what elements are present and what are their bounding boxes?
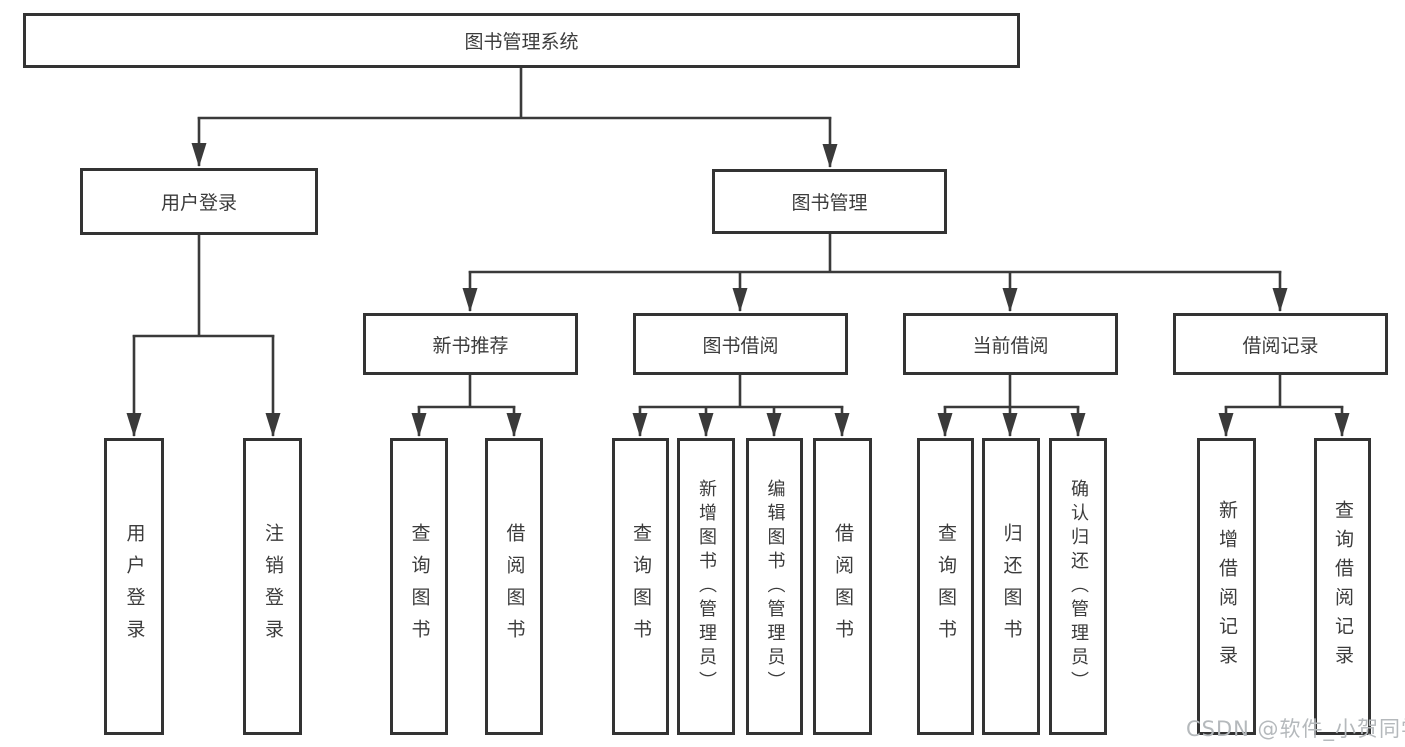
leaf-bb-add-book-admin: 新增图书（管理员） [677,438,735,735]
node-new-book-recommend-label: 新书推荐 [432,334,509,357]
node-user-login: 用户登录 [80,168,318,235]
node-borrowing-records: 借阅记录 [1173,313,1388,375]
node-book-borrowing: 图书借阅 [633,313,848,375]
leaf-cb-confirm-return-admin-label: 确认归还（管理员） [1068,478,1089,695]
leaf-logout: 注销登录 [243,438,302,735]
node-library-system: 图书管理系统 [23,13,1020,68]
leaf-bb-query-books: 查询图书 [612,438,669,735]
leaf-bb-query-books-label: 查询图书 [630,522,652,651]
leaf-cb-query-books-label: 查询图书 [935,522,957,651]
leaf-user-login-label: 用户登录 [123,522,146,651]
leaf-nb-borrow-books: 借阅图书 [485,438,543,735]
watermark: CSDN @软件_小贺同学 [1186,717,1405,741]
leaf-cb-return-books: 归还图书 [982,438,1040,735]
leaf-br-add-record-label: 新增借阅记录 [1216,499,1238,674]
node-book-borrowing-label: 图书借阅 [702,334,779,357]
leaf-br-add-record: 新增借阅记录 [1197,438,1256,735]
leaf-bb-edit-book-admin-label: 编辑图书（管理员） [764,478,786,695]
leaf-nb-query-books: 查询图书 [390,438,448,735]
leaf-bb-edit-book-admin: 编辑图书（管理员） [746,438,803,735]
node-library-system-label: 图书管理系统 [464,31,579,53]
leaf-br-query-record-label: 查询借阅记录 [1332,499,1354,674]
leaf-nb-query-books-label: 查询图书 [408,522,431,651]
leaf-bb-borrow-books: 借阅图书 [813,438,872,735]
leaf-cb-confirm-return-admin: 确认归还（管理员） [1049,438,1107,735]
node-user-login-label: 用户登录 [160,192,237,214]
leaf-bb-add-book-admin-label: 新增图书（管理员） [696,478,717,695]
leaf-cb-return-books-label: 归还图书 [1000,522,1023,651]
leaf-br-query-record: 查询借阅记录 [1314,438,1371,735]
node-book-management: 图书管理 [712,169,947,234]
node-current-borrowing-label: 当前借阅 [972,334,1049,357]
node-new-book-recommend: 新书推荐 [363,313,578,375]
node-book-management-label: 图书管理 [791,192,868,214]
leaf-bb-borrow-books-label: 借阅图书 [832,522,854,651]
leaf-logout-label: 注销登录 [262,522,284,651]
leaf-nb-borrow-books-label: 借阅图书 [503,522,526,651]
leaf-user-login: 用户登录 [104,438,164,735]
node-current-borrowing: 当前借阅 [903,313,1118,375]
leaf-cb-query-books: 查询图书 [917,438,974,735]
node-borrowing-records-label: 借阅记录 [1242,334,1319,357]
